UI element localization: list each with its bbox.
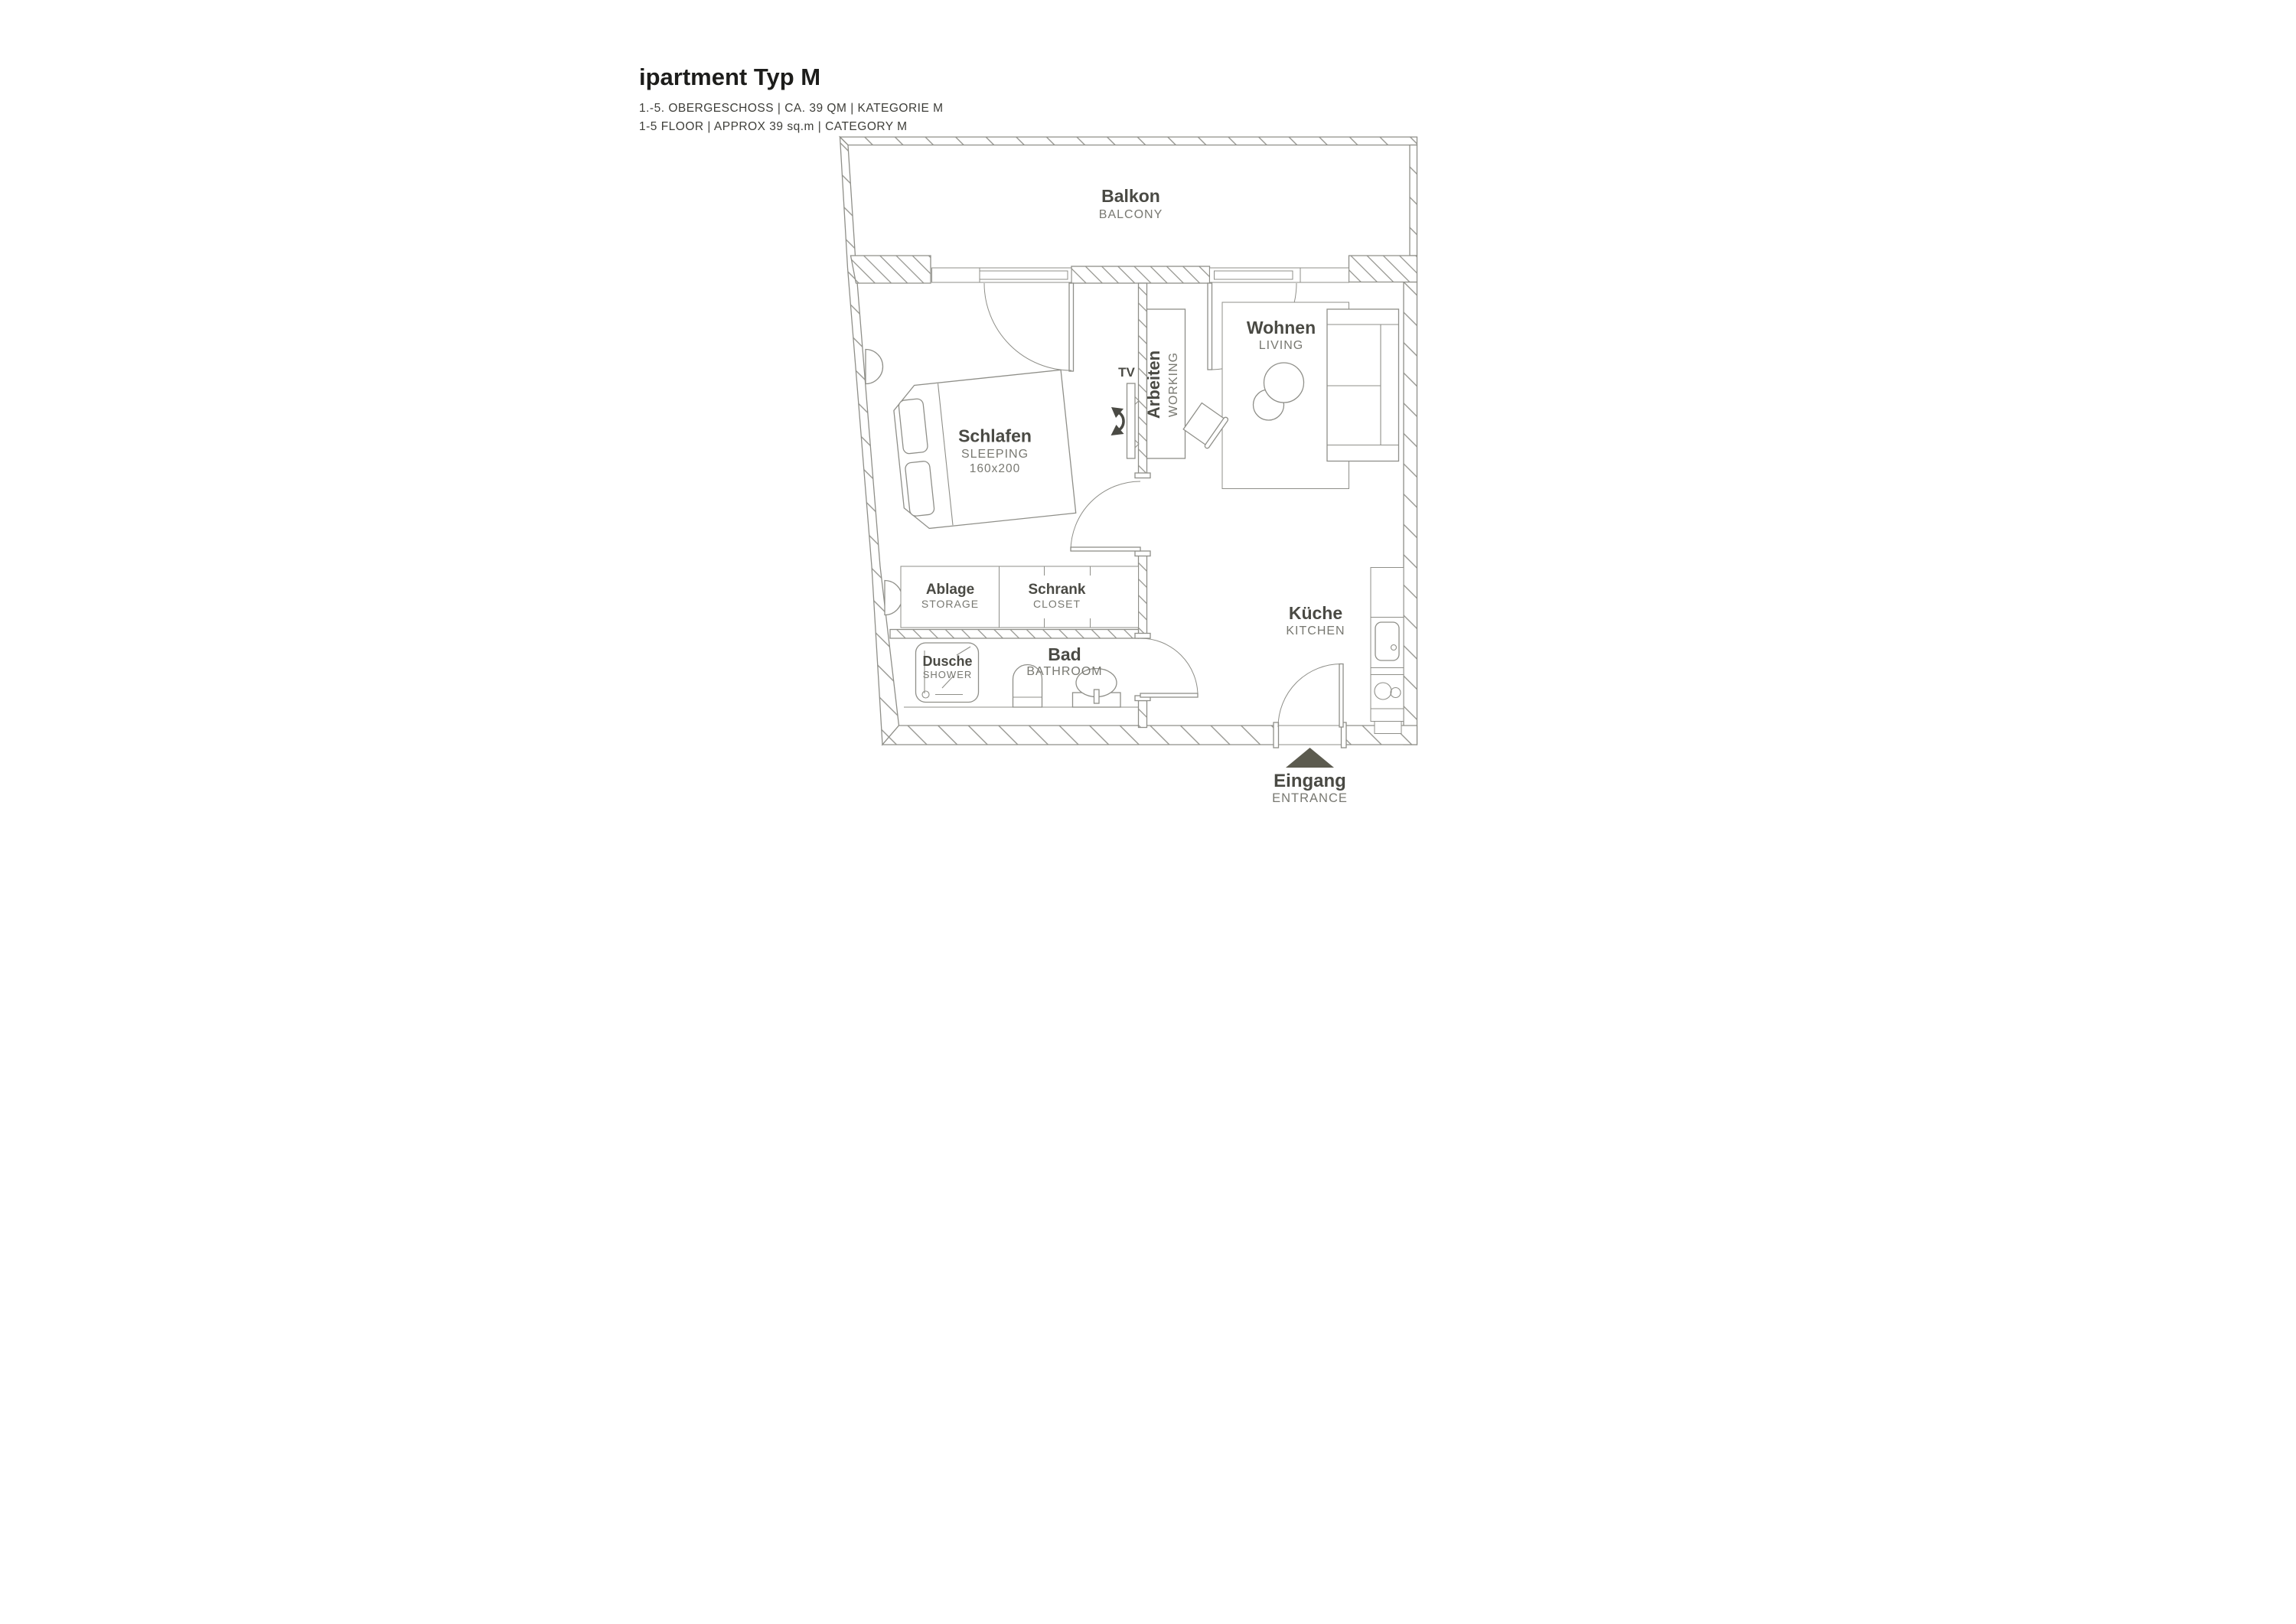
kitchen-faucet: [1390, 644, 1397, 651]
bed-blanket-line: [938, 383, 954, 526]
floorplan-page: ipartment Typ M 1.-5. OBERGESCHOSS | CA.…: [574, 0, 1722, 812]
cooktop-burner-large: [1374, 682, 1392, 700]
window-living: [1209, 267, 1349, 283]
page-title: ipartment Typ M: [639, 64, 820, 90]
label-bathroom-de: Bad: [1048, 644, 1081, 664]
door-leaf: [1068, 282, 1075, 372]
label-tv: TV: [1118, 365, 1135, 380]
kitchen-counter: [1370, 567, 1404, 734]
door-jamb: [1134, 550, 1151, 557]
bathroom-top-wall: [889, 628, 1140, 639]
bed-outline: [893, 369, 1077, 530]
partition-middle: [1137, 555, 1148, 639]
shower-drain: [921, 690, 930, 699]
label-closet-de: Schrank: [1029, 582, 1086, 598]
desk-chair: [1182, 402, 1229, 449]
label-living-en: LIVING: [1259, 339, 1303, 352]
sink-tap: [1093, 689, 1100, 704]
desk: [1146, 308, 1186, 459]
door-swing-arc: [1277, 664, 1342, 728]
parapet-pier-right: [1348, 255, 1418, 283]
bed-pillow: [905, 461, 935, 517]
room-labels: Balkon BALCONY Schlafen SLEEPING 160x200…: [921, 186, 1348, 805]
tv-screen: [1126, 383, 1136, 459]
wall-right: [1403, 281, 1418, 745]
living-area: [1146, 302, 1400, 489]
label-balcony-en: BALCONY: [1099, 208, 1163, 221]
wall-bottom-left: [881, 725, 1279, 745]
kitchen-sink: [1375, 621, 1400, 661]
door-jamb: [1340, 722, 1347, 748]
tv-mount: [1134, 396, 1140, 405]
label-working-en: WORKING: [1167, 352, 1180, 417]
label-kitchen-en: KITCHEN: [1286, 624, 1345, 638]
exterior-walls: [838, 135, 1418, 746]
label-sleeping-de: Schlafen: [958, 426, 1032, 446]
label-closet-en: CLOSET: [1033, 598, 1081, 610]
subtitle-english: 1-5 FLOOR | APPROX 39 sq.m | CATEGORY M: [639, 120, 908, 133]
parapet-pier-left: [850, 255, 931, 284]
parapet-pier-middle: [1071, 266, 1211, 284]
door-leaf: [1070, 546, 1141, 552]
toilet: [1012, 664, 1043, 708]
label-entrance-de: Eingang: [1274, 771, 1346, 791]
window-bedroom: [931, 267, 1072, 283]
label-sleeping-en: SLEEPING: [961, 448, 1029, 461]
label-balcony-de: Balkon: [1101, 186, 1160, 206]
nightstand-top: [865, 348, 884, 385]
label-kitchen-de: Küche: [1289, 603, 1342, 623]
partition-lower: [1137, 699, 1148, 729]
label-storage-de: Ablage: [926, 582, 974, 598]
coffee-table-large: [1263, 362, 1305, 403]
label-shower-en: SHOWER: [923, 669, 973, 680]
closet-strip: [900, 566, 1139, 628]
sofa: [1326, 308, 1400, 462]
shower-tray: [915, 642, 980, 703]
entrance-arrow-icon: [1286, 748, 1334, 768]
cooktop-burner-small: [1390, 686, 1401, 699]
label-bed-size: 160x200: [970, 462, 1020, 475]
label-shower-de: Dusche: [922, 654, 972, 669]
bedroom-door: [1070, 472, 1151, 557]
bed: [893, 369, 1077, 530]
wall-top: [838, 136, 1418, 146]
tv: [1110, 383, 1140, 459]
nightstand-bottom: [884, 579, 903, 616]
door-swing-arc: [983, 282, 1072, 371]
tv-swivel-arrow: [1117, 411, 1125, 432]
door-leaf: [1207, 282, 1213, 370]
door-jamb: [1134, 472, 1151, 479]
bed-pillow: [898, 398, 928, 455]
wall-left: [839, 135, 900, 746]
door-leaf: [1339, 663, 1344, 728]
counter-base: [1374, 721, 1402, 734]
entrance-door: [1273, 663, 1347, 748]
door-swing-arc: [1070, 481, 1141, 552]
tv-mount: [1134, 439, 1140, 448]
label-living-de: Wohnen: [1247, 318, 1316, 338]
door-jamb: [1273, 722, 1280, 748]
header: ipartment Typ M 1.-5. OBERGESCHOSS | CA.…: [639, 64, 944, 133]
wall-right-balcony: [1409, 144, 1418, 256]
door-swing-arc: [1140, 638, 1199, 696]
door-jamb: [1134, 632, 1151, 639]
label-entrance-en: ENTRANCE: [1272, 791, 1348, 805]
bathroom-door: [1134, 632, 1199, 702]
balcony-door-bedroom: [983, 282, 1075, 372]
door-leaf: [1140, 693, 1199, 698]
closet-outline: [900, 566, 1139, 628]
tv-swivel-arrowhead: [1111, 407, 1124, 418]
bathroom-sink: [1071, 667, 1121, 708]
label-storage-en: STORAGE: [921, 598, 979, 610]
label-bathroom-en: BATHROOM: [1026, 665, 1102, 678]
balcony-parapet: [850, 255, 1418, 284]
subtitle-german: 1.-5. OBERGESCHOSS | CA. 39 QM | KATEGOR…: [639, 102, 944, 115]
label-working-de: Arbeiten: [1144, 351, 1163, 419]
tv-swivel-arrowhead: [1110, 425, 1124, 435]
floorplan-svg: ipartment Typ M 1.-5. OBERGESCHOSS | CA.…: [639, 64, 1418, 805]
